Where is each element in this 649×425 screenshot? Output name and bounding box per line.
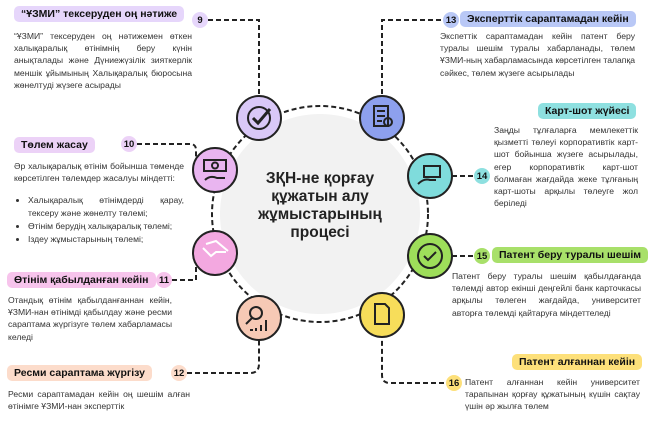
badge-check-icon bbox=[407, 233, 453, 279]
center-circle bbox=[220, 114, 420, 314]
step-13-label: Эксперттік сараптамадан кейін bbox=[460, 11, 636, 27]
outer-ring bbox=[211, 105, 429, 323]
connector-10 bbox=[137, 143, 197, 170]
step-10-intro: Әр халықаралық өтінім бойынша төменде кө… bbox=[14, 161, 184, 184]
step-13-text: Экспеттік сараптамадан кейін патент беру… bbox=[440, 31, 635, 78]
step-9-number: 9 bbox=[192, 12, 208, 28]
checkmark-icon bbox=[236, 95, 282, 141]
step-13-number: 13 bbox=[443, 12, 459, 28]
step-15-number: 15 bbox=[474, 248, 490, 264]
step-11-text: Отандық өтінім қабылданғаннан кейін, ҰЗМ… bbox=[8, 295, 172, 342]
center-title: ЗҚН-не қорғау құжатын алу жұмыстарының п… bbox=[258, 170, 382, 241]
step-15-label: Патент беру туралы шешім bbox=[492, 247, 649, 263]
document-icon bbox=[359, 292, 405, 338]
step-11-label: Өтінім қабылданған кейін bbox=[7, 272, 156, 288]
bullet-item: Іздеу жұмыстарының төлемі; bbox=[28, 233, 184, 245]
step-10-label: Төлем жасау bbox=[14, 137, 95, 153]
step-12-label: Ресми сараптама жүргізу bbox=[7, 365, 152, 381]
step-10-text: Әр халықаралық өтінім бойынша төменде кө… bbox=[14, 160, 184, 246]
step-9-label: “ҰЗМИ” тексеруден оң нәтиже bbox=[14, 6, 185, 22]
step-14-number: 14 bbox=[474, 168, 490, 184]
connector-9 bbox=[208, 19, 260, 96]
connector-12 bbox=[187, 340, 260, 374]
connector-13 bbox=[381, 19, 441, 96]
step-16-label: Патент алғаннан кейін bbox=[512, 354, 643, 370]
step-12-text: Ресми сараптамадан кейін оң шешім алған … bbox=[8, 389, 190, 412]
connector-16 bbox=[381, 337, 444, 384]
step-12-number: 12 bbox=[171, 365, 187, 381]
bullet-item: Халықаралық өтінімдерді қарау, тексеру ж… bbox=[28, 194, 184, 218]
checklist-icon bbox=[359, 95, 405, 141]
step-16-text: Патент алғаннан кейін университет тарапы… bbox=[465, 377, 640, 412]
step-16-number: 16 bbox=[446, 375, 462, 391]
connector-11 bbox=[172, 262, 197, 281]
step-14-text: Заңды тұлғаларға мемлекеттік қызметті тө… bbox=[494, 125, 638, 209]
step-10-number: 10 bbox=[121, 136, 137, 152]
step-14-label: Карт-шот жүйесі bbox=[538, 103, 637, 119]
step-9-text: “ҰЗМИ” тексеруден оң нәтижемен өткен хал… bbox=[14, 31, 192, 90]
bullet-item: Өтінім берудің халықаралық төлемі; bbox=[28, 220, 184, 232]
step-15-text: Патент беру туралы шешім қабылдағанда тө… bbox=[452, 271, 641, 318]
step-11-number: 11 bbox=[156, 272, 172, 288]
